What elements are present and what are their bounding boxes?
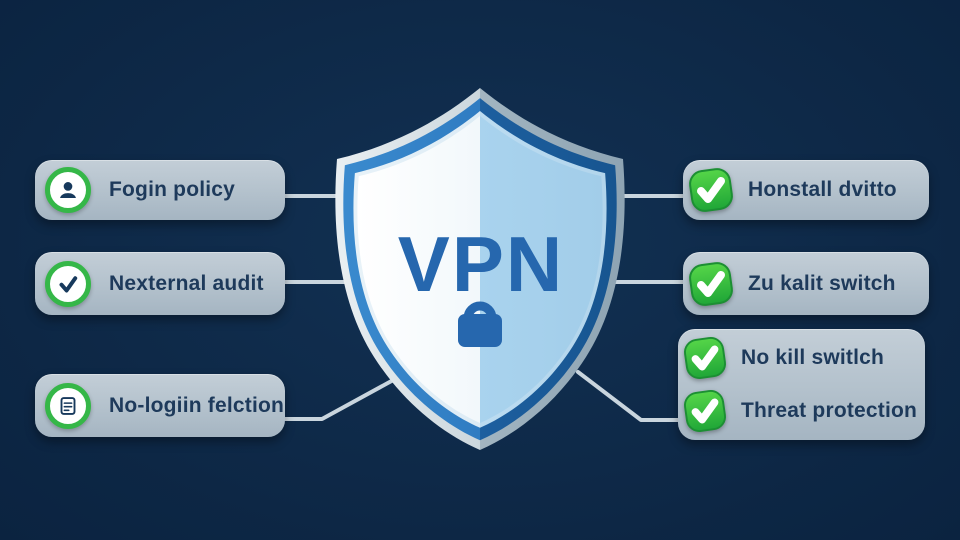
feature-label: Nexternal audit <box>109 271 264 295</box>
check-badge-icon <box>684 337 726 380</box>
check-badge-icon <box>684 389 726 432</box>
check-badge-icon <box>689 168 733 212</box>
feature-label: Threat protection <box>741 398 918 422</box>
user-icon <box>45 167 91 213</box>
feature-label: Honstall dvitto <box>748 178 897 201</box>
no-log-document-icon <box>45 382 91 429</box>
vpn-label: VPN <box>398 220 564 308</box>
shield-graphic: VPN <box>335 88 625 450</box>
feature-label: Fogin policy <box>109 178 236 201</box>
feature-panel-no-logs: No-logiin felction <box>35 374 285 437</box>
feature-label: No-logiin felction <box>109 393 285 417</box>
feature-label: No kill switlch <box>741 346 885 370</box>
padlock-icon <box>458 301 502 347</box>
feature-panel-login-policy: Fogin policy <box>35 160 285 220</box>
feature-row: Threat protection <box>678 388 925 434</box>
feature-panel-external-audit: Nexternal audit <box>35 252 285 315</box>
feature-label: Zu kalit switch <box>748 271 896 295</box>
feature-panel-protection: No kill switlch Threat protection <box>678 329 925 440</box>
feature-row: No kill switlch <box>678 335 925 381</box>
check-icon <box>45 260 91 307</box>
feature-panel-install: Honstall dvitto <box>683 160 929 220</box>
check-badge-icon <box>689 261 733 306</box>
feature-panel-kill-switch: Zu kalit switch <box>683 252 929 315</box>
